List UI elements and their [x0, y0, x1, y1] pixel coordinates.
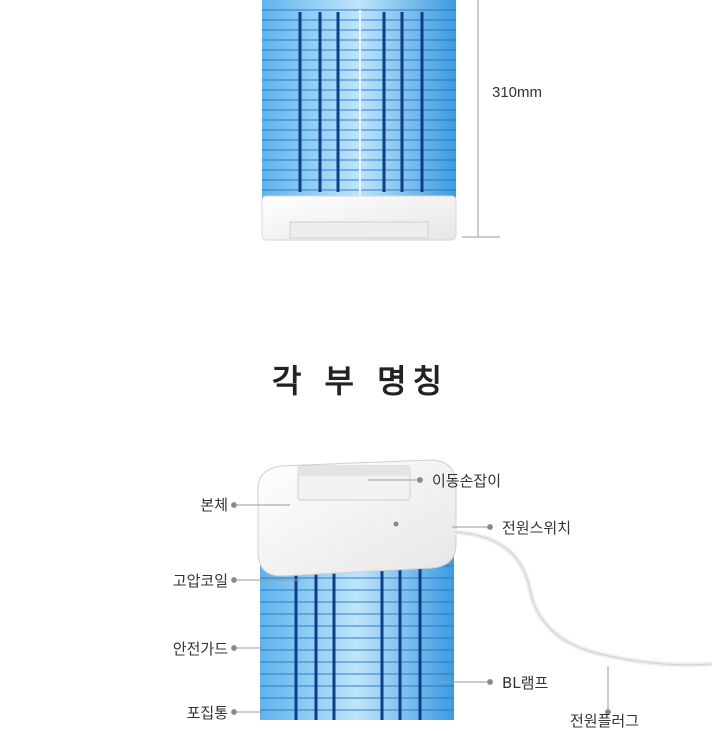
- label-power-switch: 전원스위치: [502, 519, 572, 537]
- top-coil-rods: [298, 12, 424, 192]
- section-title: 각 부 명칭: [271, 362, 449, 400]
- label-body: 본체: [200, 496, 228, 514]
- label-guard: 안전가드: [172, 640, 228, 658]
- top-device: [261, 0, 457, 241]
- label-coil: 고압코일: [172, 572, 228, 590]
- power-cord: [453, 529, 713, 668]
- label-tray: 포집통: [186, 704, 228, 722]
- dimension-line: [462, 0, 500, 238]
- height-dimension-label: 310mm: [492, 84, 543, 101]
- leader-lines: [231, 477, 611, 715]
- label-lamp: BL램프: [502, 674, 549, 692]
- label-handle: 이동손잡이: [432, 472, 502, 490]
- bottom-device: [257, 459, 713, 720]
- label-plug: 전원플러그: [570, 712, 640, 730]
